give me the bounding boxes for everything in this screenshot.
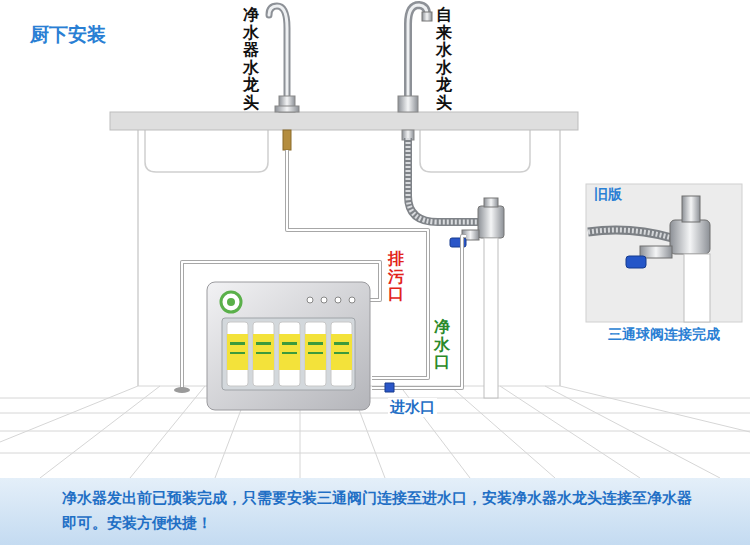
tap-faucet <box>398 96 418 112</box>
filter-cartridge <box>227 322 352 386</box>
purifier-faucet <box>269 6 299 150</box>
water-purifier <box>227 298 235 306</box>
filter-cartridge <box>282 342 297 345</box>
port-label: 进水口 <box>388 398 437 417</box>
floor-grid <box>0 386 750 478</box>
water-purifier <box>222 318 355 390</box>
filter-cartridge <box>305 322 326 386</box>
inset-photo-box: 旧版三通球阀连接完成 <box>582 182 746 352</box>
filter-cartridge <box>279 334 300 370</box>
water-purifier <box>335 297 341 303</box>
three-way-valve <box>484 198 498 207</box>
water-purifier <box>307 297 313 303</box>
floor-grid <box>0 413 750 414</box>
floor-drain <box>174 387 190 393</box>
water-purifier <box>321 297 327 303</box>
caption-text: 净水器发出前已预装完成，只需要安装三通阀门连接至进水口，安装净水器水龙头连接至净… <box>62 486 694 536</box>
floor-grid <box>500 386 640 478</box>
tap-faucet <box>398 5 432 140</box>
filter-cartridge <box>230 352 245 354</box>
filter-cartridge <box>282 352 297 354</box>
port-label: 净水口 <box>434 318 450 371</box>
purifier-faucet <box>275 106 299 112</box>
counter-top <box>110 112 578 130</box>
braided-hose <box>408 138 479 222</box>
filter-cartridge <box>308 342 323 345</box>
valve-photo <box>682 196 700 222</box>
valve-photo <box>588 230 672 238</box>
cabinet-walls <box>137 130 139 386</box>
filter-cartridge <box>253 322 274 386</box>
tap-faucet <box>422 12 432 21</box>
valve-photo <box>684 254 710 322</box>
valve-photo <box>626 256 646 268</box>
water-lines <box>372 236 466 388</box>
water-lines <box>385 383 394 392</box>
purifier-faucet <box>269 6 287 104</box>
floor-grid <box>0 386 138 442</box>
faucet-label-box: 自来水水龙头 <box>436 6 452 112</box>
filter-cartridge <box>279 322 300 386</box>
valve-photo <box>588 230 672 238</box>
filter-cartridge <box>227 322 248 386</box>
filter-cartridge <box>334 352 349 354</box>
cabinet-walls <box>145 130 268 172</box>
filter-cartridge <box>305 334 326 370</box>
floor-grid <box>130 386 205 478</box>
vertical-label: 净水器水龙头 <box>243 6 259 112</box>
filter-cartridge <box>331 322 352 386</box>
valve-photo <box>586 184 742 322</box>
filter-cartridge <box>256 342 271 345</box>
water-lines <box>372 236 466 388</box>
photo-label: 旧版 <box>594 186 622 204</box>
filter-cartridge <box>331 334 352 370</box>
filter-cartridge <box>253 334 274 370</box>
valve-photo <box>586 184 742 322</box>
filter-cartridge <box>230 342 349 354</box>
cabinet-walls <box>420 130 530 172</box>
diagram-title: 厨下安装 <box>30 22 106 48</box>
floor-grid <box>40 386 160 478</box>
floor-grid <box>450 386 555 478</box>
water-purifier <box>207 282 370 410</box>
filter-cartridge <box>308 352 323 354</box>
filter-cartridge <box>230 342 245 345</box>
port-label: 排污口 <box>388 250 404 303</box>
filter-cartridge <box>256 352 271 354</box>
floor-grid <box>0 431 750 432</box>
valve-photo <box>670 220 710 254</box>
supply-pipe <box>484 238 498 398</box>
filter-cartridge <box>227 334 248 370</box>
water-purifier <box>207 282 370 410</box>
bottom-band <box>0 478 750 545</box>
filter-cartridge <box>334 342 349 345</box>
braided-hose <box>408 138 479 222</box>
braided-hose <box>408 138 479 222</box>
supply-pipe <box>484 238 498 398</box>
photo-label: 三通球阀连接完成 <box>582 326 746 344</box>
purifier-faucet <box>283 130 291 150</box>
vertical-label: 自来水水龙头 <box>436 6 452 112</box>
cabinet-walls <box>559 130 561 386</box>
floor-grid <box>0 398 750 399</box>
water-purifier <box>349 297 355 303</box>
water-lines <box>182 150 466 392</box>
three-way-valve <box>478 206 504 238</box>
water-purifier <box>221 292 241 312</box>
faucet-label-box: 净水器水龙头 <box>243 6 259 112</box>
floor-grid <box>545 386 720 478</box>
purifier-faucet <box>269 6 287 104</box>
